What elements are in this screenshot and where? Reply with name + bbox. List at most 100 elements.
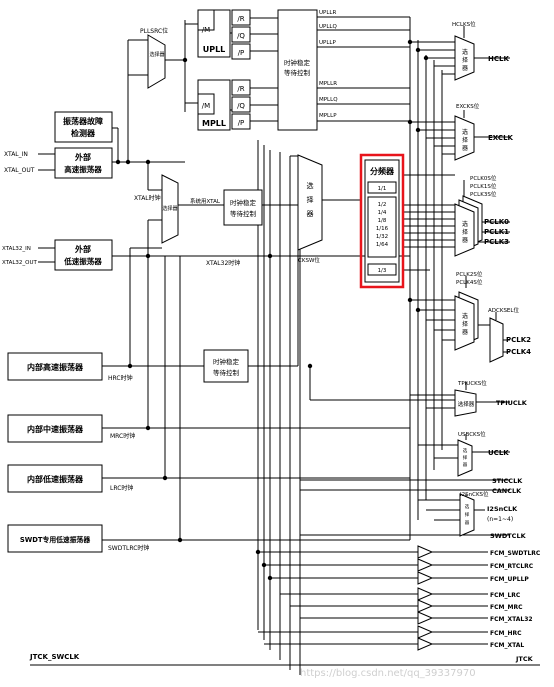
exclk-selector [454, 115, 475, 161]
pllsrc-label: PLLSRC位 [140, 27, 168, 35]
pclk3-output: PCLK3 [484, 238, 509, 246]
system-clock-selector [297, 154, 323, 251]
upll-r-box [231, 9, 251, 26]
exclk-output: EXCLK [488, 134, 514, 142]
pclk-sel-char-3: 器 [462, 237, 468, 244]
fcm-hrc-output: FCM_HRC [490, 630, 522, 637]
xtal32-in-label: XTAL32_IN [2, 246, 31, 252]
divider-ratio-1-1: 1/1 [378, 186, 387, 192]
upllq-label: UPLLQ [319, 24, 337, 30]
tpiu-selector [454, 389, 477, 417]
ext-hs-label-2: 高速振荡器 [64, 164, 102, 174]
adcksel-bit-label: ADCKSEL位 [488, 306, 519, 314]
swdtlrc-clk-label: SWDTLRC时钟 [108, 544, 149, 552]
fcm-swdtlrc-output: FCM_SWDTLRC [490, 550, 541, 557]
watermark: https://blog.csdn.net/qq_39337970 [300, 668, 476, 679]
hrc-stable-label-2: 等待控制 [213, 368, 240, 377]
pllsrc-selector [147, 34, 166, 89]
ext-ls-label-2: 低速振荡器 [63, 256, 102, 266]
canclk-output: CANCLK [492, 487, 522, 495]
pclk24-sel-char-3: 器 [462, 329, 468, 336]
int-ls-osc-box [7, 464, 103, 493]
divider-ratio-1-3: 1/3 [378, 268, 387, 274]
pclk-sel-char-1: 选 [462, 220, 468, 228]
xtal-out-label: XTAL_OUT [4, 167, 35, 174]
hclk-sel-char-1: 选 [462, 48, 468, 56]
upll-m-divider [197, 9, 215, 31]
pclk2-selector [454, 295, 475, 351]
osc-fault-detector-box [54, 111, 113, 143]
tpiuclk-output: TPIUCLK [496, 399, 528, 407]
usbcks-bit-label: USBCKS位 [458, 430, 486, 438]
exclk-sel-char-2: 择 [462, 136, 468, 144]
fcm-xtal-output: FCM_XTAL [490, 642, 524, 649]
hclk-sel-char-2: 择 [462, 56, 468, 64]
i2sncks-bit-label: I2SnCKS位 [460, 490, 489, 498]
osc-fault-label-2: 检测器 [71, 128, 96, 138]
xtal-selector [161, 174, 179, 244]
xtal32-clk-label: XTAL32时钟 [206, 259, 240, 267]
pll-stable-label-1: 时钟稳定 [284, 58, 311, 67]
divider-ratio-1-64: 1/64 [376, 242, 389, 248]
upll-p-box [231, 43, 251, 60]
usb-sel-char-1: 选 [463, 447, 468, 454]
divider-title: 分频器 [370, 166, 395, 176]
divider-ratio-1-16: 1/16 [376, 226, 389, 232]
pclk4s-bit-label: PCLK4S位 [456, 278, 483, 286]
upll-m-label: /M [202, 26, 210, 34]
fcm-buffer-swdtlrc [417, 545, 434, 559]
pclk2-output: PCLK2 [506, 336, 531, 344]
i2snclk-output: I2SnCLK [487, 505, 518, 513]
divider-ratio-1-4: 1/4 [378, 210, 387, 216]
tpiucks-bit-label: TPIUCKS位 [457, 379, 487, 387]
pclk0s-bit-label: PCLK0S位 [470, 174, 497, 182]
pclk1s-bit-label: PCLK1S位 [470, 182, 497, 190]
sys-xtal-label: 系统用XTAL [190, 197, 221, 205]
hrc-stable-label-1: 时钟稳定 [213, 357, 240, 366]
exclk-sel-char-1: 选 [462, 128, 468, 136]
fcm-buffer-rtclrc [417, 558, 434, 572]
sticclk-output: STICCLK [492, 477, 523, 485]
upll-p-label: /P [238, 49, 245, 57]
int-hs-osc-box [7, 352, 103, 381]
mrc-clk-label: MRC时钟 [110, 432, 135, 440]
pclk24-sel-char-2: 择 [462, 320, 468, 328]
hclk-sel-char-3: 器 [462, 65, 468, 72]
mpll-p-label: /P [238, 119, 245, 127]
mpll-label: MPLL [202, 119, 226, 128]
adc-selector [489, 317, 504, 363]
junctions [115, 39, 429, 581]
mpllr-label: MPLLR [319, 81, 337, 87]
hrc-stable-ctrl-box [203, 349, 249, 383]
uclk-output: UCLK [488, 449, 509, 457]
divider-ratio-1-3-box [367, 263, 397, 276]
i2s-sel-char-2: 择 [465, 511, 470, 518]
cksw-label: CKSW位 [298, 256, 320, 264]
swdt-osc-label: SWDT专用低速振荡器 [20, 535, 90, 544]
sys-sel-char-1: 选 [307, 181, 314, 190]
mpll-q-box [231, 96, 251, 113]
jtck-swclk-label: JTCK_SWCLK [29, 653, 80, 661]
fcm-mrc-output: FCM_MRC [490, 604, 523, 611]
xtal-stable-ctrl-box [223, 189, 263, 226]
upllr-label: UPLLR [319, 10, 336, 16]
hclks-bit-label: HCLKS位 [452, 20, 476, 28]
pclk0-output: PCLK0 [484, 218, 509, 226]
i2s-sel-char-3: 器 [465, 520, 470, 526]
fcm-buffer-lrc [417, 587, 434, 601]
fcm-buffer-mrc [417, 599, 434, 613]
pclk-sel-char-2: 择 [462, 228, 468, 236]
mpll-m-divider [197, 93, 215, 115]
exckcs-bit-label: EXCKS位 [456, 102, 480, 110]
divider-ratio-1-2: 1/2 [378, 202, 387, 208]
divider-ratio-1-1-box [367, 181, 397, 194]
fcm-upllp-output: FCM_UPLLP [490, 576, 529, 583]
upll-label: UPLL [203, 45, 226, 54]
usb-sel-char-2: 择 [463, 454, 468, 461]
hrc-clk-label: HRC时钟 [108, 374, 133, 382]
hclk-selector [454, 35, 475, 81]
pll-stable-label-2: 等待控制 [284, 68, 311, 77]
xtal-selector-label: 选择器 [162, 205, 177, 212]
tpiu-selector-label: 选择器 [458, 400, 475, 408]
sys-sel-char-3: 器 [307, 210, 314, 218]
